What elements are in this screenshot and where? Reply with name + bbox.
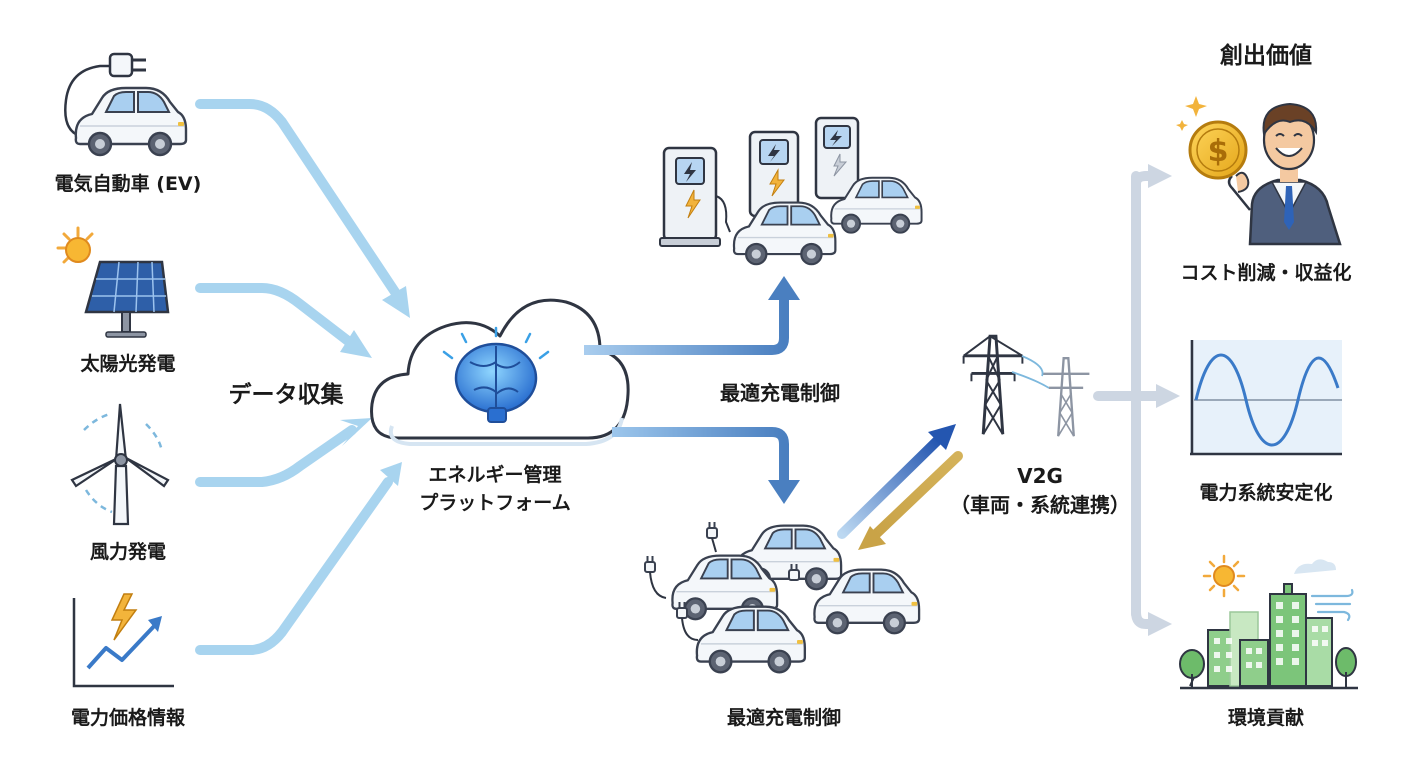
platform-label-line2: プラットフォーム (419, 491, 571, 514)
arrow-ev-to-platform (195, 99, 400, 297)
control-top-label: 最適充電制御 (720, 381, 840, 405)
arrow-wind-to-platform (195, 425, 357, 487)
solar-panel-sun-icon (56, 226, 170, 338)
control-bottom-label: 最適充電制御 (726, 707, 841, 729)
v2g-label-line2: （車両・系統連携） (950, 493, 1130, 517)
solar-label: 太陽光発電 (80, 353, 176, 375)
platform-label: エネルギー管理 プラットフォーム (380, 464, 610, 516)
ev-fleet-icon (644, 521, 921, 674)
data-collection-label: データ収集 (228, 382, 344, 408)
wind-label: 風力発電 (89, 541, 166, 563)
arrow-solar-to-platform (195, 283, 357, 349)
cloud-brain-icon (370, 298, 630, 446)
platform-label-line1: エネルギー管理 (428, 464, 562, 486)
value-grid-label: 電力系統安定化 (1199, 482, 1333, 504)
price-label: 電力価格情報 (70, 707, 185, 729)
ev-car-plug-icon (64, 52, 188, 157)
wind-turbine-icon (70, 403, 170, 526)
ev-label: 電気自動車 (EV) (54, 173, 202, 195)
power-tower-icon (962, 334, 1090, 437)
charging-stations-icon (659, 116, 923, 266)
green-city-icon (1179, 554, 1358, 690)
platform-output-arrows (584, 276, 800, 504)
input-arrowheads (340, 286, 410, 486)
value-branch-arrows (1093, 171, 1163, 629)
v2g-label: V2G （車両・系統連携） (920, 464, 1160, 518)
value-env-label: 環境貢献 (1227, 707, 1304, 729)
svg-text:$: $ (1208, 134, 1229, 169)
value-title: 創出価値 (1220, 43, 1312, 69)
v2g-arrows (837, 424, 963, 550)
sine-wave-icon (1190, 340, 1342, 456)
v2g-label-line1: V2G (1017, 464, 1063, 488)
businessman-coin-icon: $ (1176, 96, 1342, 246)
value-arrowheads (1148, 164, 1180, 636)
input-flow-arrows (195, 99, 400, 655)
price-chart-lightning-icon (72, 593, 174, 688)
value-cost-label: コスト削減・収益化 (1180, 262, 1352, 284)
arrow-price-to-platform (195, 477, 393, 655)
